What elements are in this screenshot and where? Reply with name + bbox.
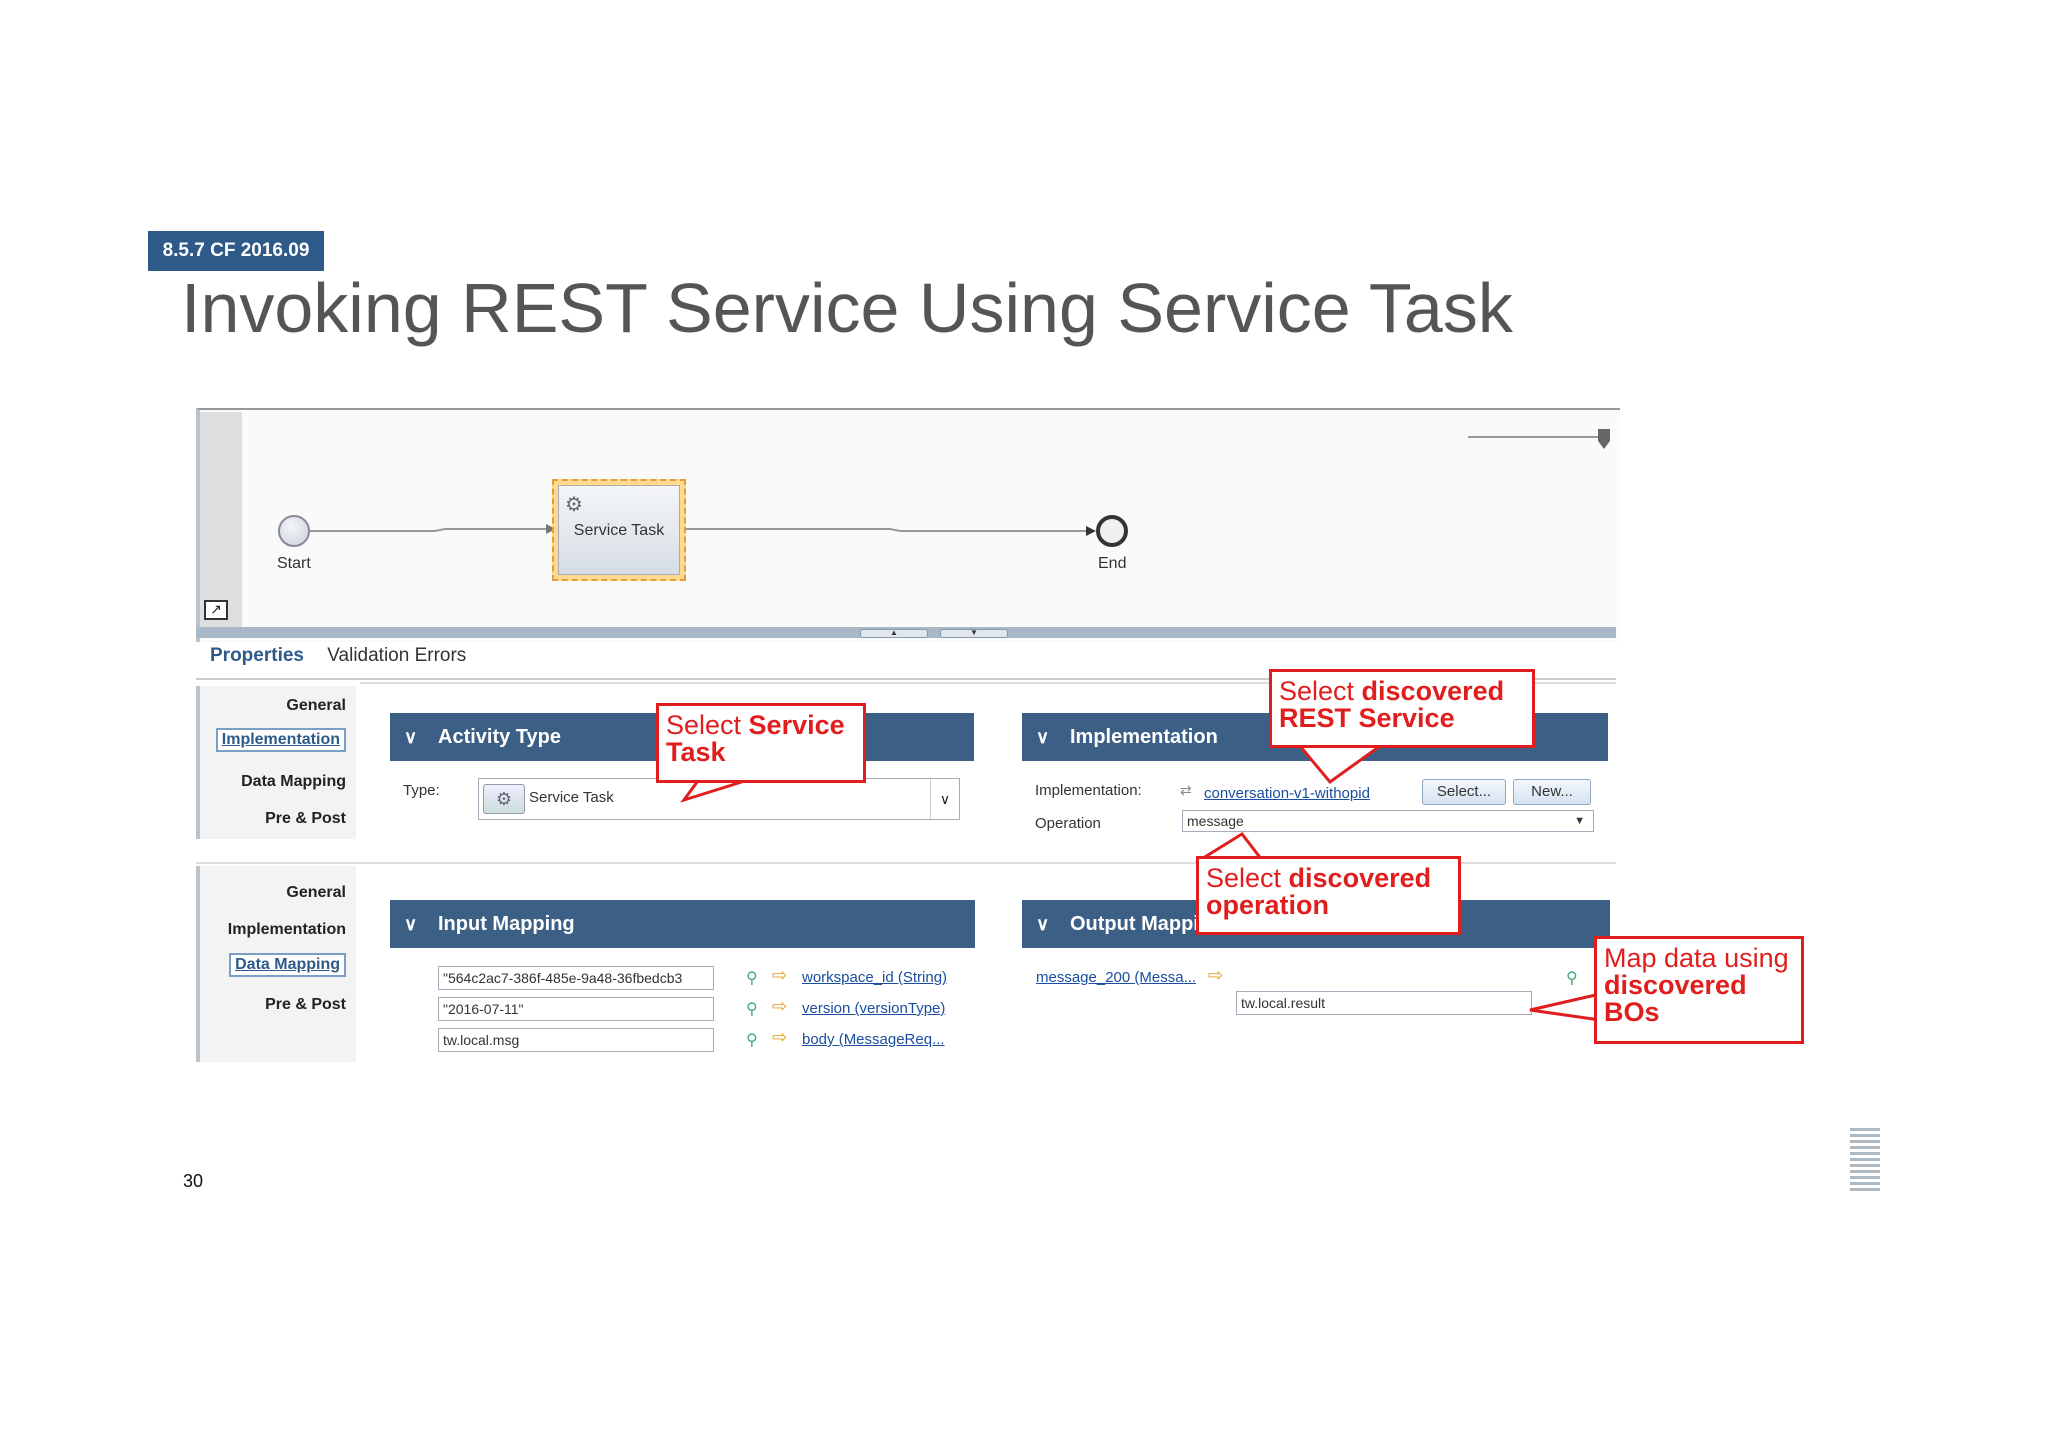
panel1-sidebar: General Implementation Data Mapping Pre … [196, 686, 356, 839]
tab-properties[interactable]: Properties [210, 645, 304, 666]
end-label: End [1098, 555, 1127, 572]
chevron-down-icon: ∨ [1036, 727, 1050, 747]
input-mapping-header[interactable]: ∨ Input Mapping [390, 900, 975, 948]
start-event[interactable] [278, 515, 310, 547]
panel2-sidebar: General Implementation Data Mapping Pre … [196, 866, 356, 1062]
output-value-result[interactable]: tw.local.result [1236, 991, 1532, 1015]
callout-pointers [680, 744, 1602, 1022]
start-label: Start [277, 555, 311, 572]
collapse-up-button[interactable]: ▲ [860, 629, 928, 638]
sequence-flow-lines [310, 524, 1096, 536]
panel1-top-rule [360, 682, 1616, 684]
tab-validation-errors[interactable]: Validation Errors [327, 645, 467, 666]
ibm-logo [1850, 1128, 1880, 1192]
new-button[interactable]: New... [1513, 779, 1591, 805]
dropdown-chevron-icon[interactable]: ∨ [930, 779, 959, 819]
callout-select-operation: Select discovered operation [1196, 856, 1461, 935]
operation-select[interactable]: message ▼ [1182, 810, 1594, 832]
input-param-workspace[interactable]: workspace_id (String) [802, 969, 948, 986]
overview-toggle-icon[interactable]: ↗ [204, 600, 228, 620]
version-badge: 8.5.7 CF 2016.09 [148, 231, 324, 271]
service-task-label: Service Task [573, 522, 665, 539]
service-task-node[interactable]: ⚙ Service Task [552, 479, 686, 581]
map-search-icon[interactable]: ⚲ [1566, 970, 1578, 987]
panel2-side-general[interactable]: General [286, 884, 346, 901]
slide-title: Invoking REST Service Using Service Task [181, 269, 1513, 347]
mapping-arrow-icon: ⇨ [772, 996, 788, 1016]
mapping-arrow-icon: ⇨ [772, 1027, 788, 1047]
panel2-side-data-mapping[interactable]: Data Mapping [229, 953, 346, 977]
callout-select-service-task: Select Service Task [656, 703, 866, 783]
zoom-slider-track[interactable] [1468, 436, 1608, 438]
input-value-body[interactable]: tw.local.msg [438, 1028, 714, 1052]
page-number: 30 [183, 1171, 204, 1191]
implementation-link[interactable]: conversation-v1-withopid [1204, 785, 1370, 802]
map-search-icon[interactable]: ⚲ [746, 1001, 758, 1018]
output-param-message[interactable]: message_200 (Messa... [1036, 969, 1197, 986]
implementation-title: Implementation [1070, 726, 1218, 748]
implementation-label: Implementation: [1035, 782, 1142, 799]
mapping-arrow-icon: ⇨ [1208, 965, 1224, 985]
panel1-side-implementation[interactable]: Implementation [215, 728, 346, 752]
mapping-arrow-icon: ⇨ [772, 965, 788, 985]
type-value: Service Task [529, 789, 614, 806]
type-label: Type: [403, 782, 440, 799]
panel1-side-general[interactable]: General [286, 697, 346, 714]
panel2-side-pre-post[interactable]: Pre & Post [265, 996, 346, 1013]
input-param-body[interactable]: body (MessageReq... [802, 1031, 945, 1048]
operation-value: message [1187, 813, 1244, 829]
chevron-down-icon: ∨ [404, 914, 418, 934]
service-task-type-icon: ⚙ [483, 784, 525, 814]
panel1-side-pre-post[interactable]: Pre & Post [265, 810, 346, 827]
properties-tabs: Properties Validation Errors [210, 645, 466, 667]
select-button[interactable]: Select... [1422, 779, 1506, 805]
tab-divider [196, 678, 1616, 680]
panel2-side-implementation[interactable]: Implementation [227, 921, 346, 938]
panel1-side-data-mapping[interactable]: Data Mapping [241, 773, 346, 790]
callout-select-rest-service: Select discovered REST Service [1269, 669, 1535, 748]
input-value-workspace[interactable]: "564c2ac7-386f-485e-9a48-36fbedcb3 [438, 966, 714, 990]
gears-icon: ⚙ [565, 494, 583, 516]
input-param-version[interactable]: version (versionType) [802, 1000, 946, 1017]
input-mapping-title: Input Mapping [438, 913, 575, 935]
map-search-icon[interactable]: ⚲ [746, 1032, 758, 1049]
activity-type-title: Activity Type [438, 726, 561, 748]
process-diagram-canvas[interactable] [196, 408, 1620, 642]
callout-map-data-bos: Map data using discovered BOs [1594, 936, 1804, 1044]
palette-bar[interactable] [200, 412, 242, 634]
operation-label: Operation [1035, 815, 1101, 832]
panel2-top-rule [196, 862, 1616, 864]
input-value-version[interactable]: "2016-07-11" [438, 997, 714, 1021]
dropdown-arrow-icon: ▼ [1574, 815, 1585, 827]
chevron-down-icon: ∨ [404, 727, 418, 747]
output-mapping-title: Output Mapping [1070, 913, 1224, 935]
collapse-down-button[interactable]: ▼ [940, 629, 1008, 638]
chevron-down-icon: ∨ [1036, 914, 1050, 934]
map-search-icon[interactable]: ⚲ [746, 970, 758, 987]
end-event[interactable] [1096, 515, 1128, 547]
zoom-slider-handle[interactable] [1598, 429, 1610, 449]
rest-service-icon: ⇄ [1180, 782, 1192, 798]
